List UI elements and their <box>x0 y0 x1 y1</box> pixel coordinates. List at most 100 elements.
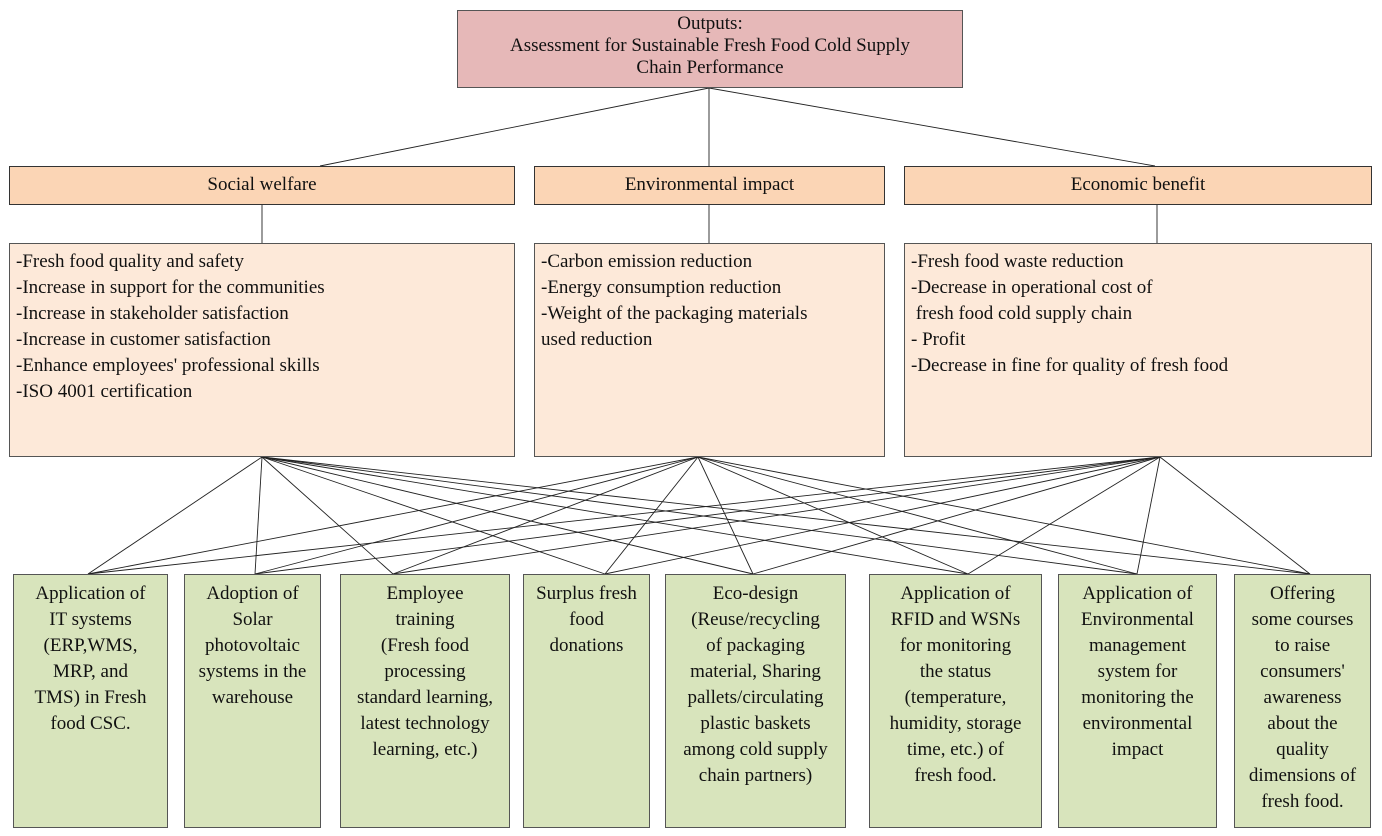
indicator-item: -ISO 4001 certification <box>16 381 193 402</box>
action-text: RFID and WSNs <box>890 609 1021 630</box>
indicator-item: -Increase in stakeholder satisfaction <box>16 303 289 324</box>
indicator-2-to-action-7-line <box>1159 456 1311 575</box>
action-text: donations <box>549 635 624 656</box>
indicator-0-to-action-0-line <box>87 456 263 575</box>
action-text: food CSC. <box>50 713 131 734</box>
indicator-0-to-action-4-line <box>261 456 754 575</box>
action-text: Application of <box>1082 583 1193 604</box>
indicator-0-to-action-7-line <box>261 456 1311 575</box>
action-text: (Reuse/recycling <box>691 609 820 630</box>
indicator-1-to-action-1-line <box>254 456 699 575</box>
indicator-0-to-action-3-line <box>261 456 606 575</box>
output-to-economic-line <box>708 87 1156 167</box>
indicators-environmental-impact: -Carbon emission reduction -Energy consu… <box>534 243 885 457</box>
indicator-2-to-action-1-line <box>254 456 1161 575</box>
indicator-1-to-action-4-line <box>697 456 754 575</box>
action-text: some courses <box>1251 609 1354 630</box>
action-text: MRP, and <box>53 661 128 682</box>
action-text: quality <box>1276 739 1329 760</box>
indicator-item: - Profit <box>911 329 966 350</box>
outputs-title-line-1: Assessment for Sustainable Fresh Food Co… <box>509 35 911 56</box>
action-text: pallets/circulating <box>687 687 824 708</box>
outputs-heading: Outputs: <box>677 13 743 34</box>
action-text: training <box>395 609 455 630</box>
action-rfid-wsn-monitoring: Application of RFID and WSNs for monitor… <box>869 574 1042 828</box>
indicator-2-to-action-2-line <box>392 456 1161 575</box>
indicator-item: -Decrease in operational cost of <box>911 277 1153 298</box>
action-text: plastic baskets <box>700 713 811 734</box>
action-text: system for <box>1097 661 1178 682</box>
action-text: about the <box>1267 713 1338 734</box>
category-label: Economic benefit <box>1070 174 1206 195</box>
action-text: Offering <box>1269 583 1336 604</box>
indicator-item: -Increase in customer satisfaction <box>16 329 271 350</box>
outputs-box: Outputs: Assessment for Sustainable Fres… <box>457 10 963 88</box>
action-text: processing <box>384 661 466 682</box>
action-text: (Fresh food <box>380 635 470 656</box>
indicator-2-to-action-4-line <box>752 456 1161 575</box>
action-text: TMS) in Fresh <box>34 687 147 708</box>
action-it-systems: Application of IT systems (ERP,WMS, MRP,… <box>13 574 168 828</box>
indicator-1-to-action-3-line <box>604 456 699 575</box>
action-text: IT systems <box>49 609 132 630</box>
output-to-social-line <box>319 87 710 167</box>
action-text: to raise <box>1274 635 1331 656</box>
action-text: food <box>569 609 604 630</box>
action-text: environmental <box>1082 713 1193 734</box>
action-text: monitoring the <box>1081 687 1194 708</box>
action-text: awareness <box>1263 687 1342 708</box>
indicator-item: used reduction <box>541 329 653 350</box>
indicator-item: -Energy consumption reduction <box>541 277 782 298</box>
indicator-2-to-action-3-line <box>604 456 1161 575</box>
action-text: time, etc.) of <box>906 739 1005 760</box>
action-employee-training: Employee training (Fresh food processing… <box>340 574 510 828</box>
indicator-1-to-action-6-line <box>697 456 1138 575</box>
action-text: the status <box>919 661 992 682</box>
action-text: Solar <box>232 609 273 630</box>
action-text: Application of <box>900 583 1011 604</box>
action-text: photovoltaic <box>205 635 300 656</box>
action-text: fresh food. <box>1261 791 1344 812</box>
action-text: humidity, storage <box>889 713 1022 734</box>
indicator-item: -Increase in support for the communities <box>16 277 325 298</box>
action-surplus-food-donations: Surplus fresh food donations <box>523 574 650 828</box>
action-text: Adoption of <box>206 583 299 604</box>
action-text: impact <box>1111 739 1164 760</box>
action-text: Eco-design <box>712 583 799 604</box>
category-economic-benefit: Economic benefit <box>904 166 1372 205</box>
indicator-1-to-action-2-line <box>392 456 699 575</box>
category-environmental-impact: Environmental impact <box>534 166 885 205</box>
indicator-0-to-action-5-line <box>261 456 969 575</box>
action-text: latest technology <box>360 713 490 734</box>
action-text: systems in the <box>198 661 307 682</box>
indicator-item: -Decrease in fine for quality of fresh f… <box>911 355 1229 376</box>
action-text: standard learning, <box>356 687 494 708</box>
indicators-economic-benefit: -Fresh food waste reduction -Decrease in… <box>904 243 1372 457</box>
action-text: among cold supply <box>683 739 828 760</box>
indicator-1-to-action-5-line <box>697 456 969 575</box>
action-eco-design: Eco-design (Reuse/recycling of packaging… <box>665 574 846 828</box>
category-label: Social welfare <box>207 174 317 195</box>
indicator-0-to-action-6-line <box>261 456 1138 575</box>
action-text: Application of <box>35 583 146 604</box>
indicator-2-to-action-5-line <box>967 456 1161 575</box>
indicators-social-welfare: -Fresh food quality and safety -Increase… <box>9 243 515 457</box>
action-text: Employee <box>386 583 464 604</box>
action-text: consumers' <box>1260 661 1345 682</box>
action-text: of packaging <box>706 635 805 656</box>
indicator-item: -Carbon emission reduction <box>541 251 753 272</box>
action-text: Environmental <box>1081 609 1194 630</box>
category-social-welfare: Social welfare <box>9 166 515 205</box>
action-text: fresh food. <box>914 765 997 786</box>
action-solar-photovoltaic: Adoption of Solar photovoltaic systems i… <box>184 574 321 828</box>
action-text: chain partners) <box>698 765 813 786</box>
action-text: learning, etc.) <box>372 739 478 760</box>
indicator-0-to-action-1-line <box>254 456 263 575</box>
action-text: Surplus fresh <box>536 583 637 604</box>
indicator-item: fresh food cold supply chain <box>911 303 1133 324</box>
indicator-2-to-action-0-line <box>87 456 1161 575</box>
indicator-item: -Enhance employees' professional skills <box>16 355 320 376</box>
indicator-1-to-action-7-line <box>697 456 1311 575</box>
action-text: (ERP,WMS, <box>43 635 138 656</box>
